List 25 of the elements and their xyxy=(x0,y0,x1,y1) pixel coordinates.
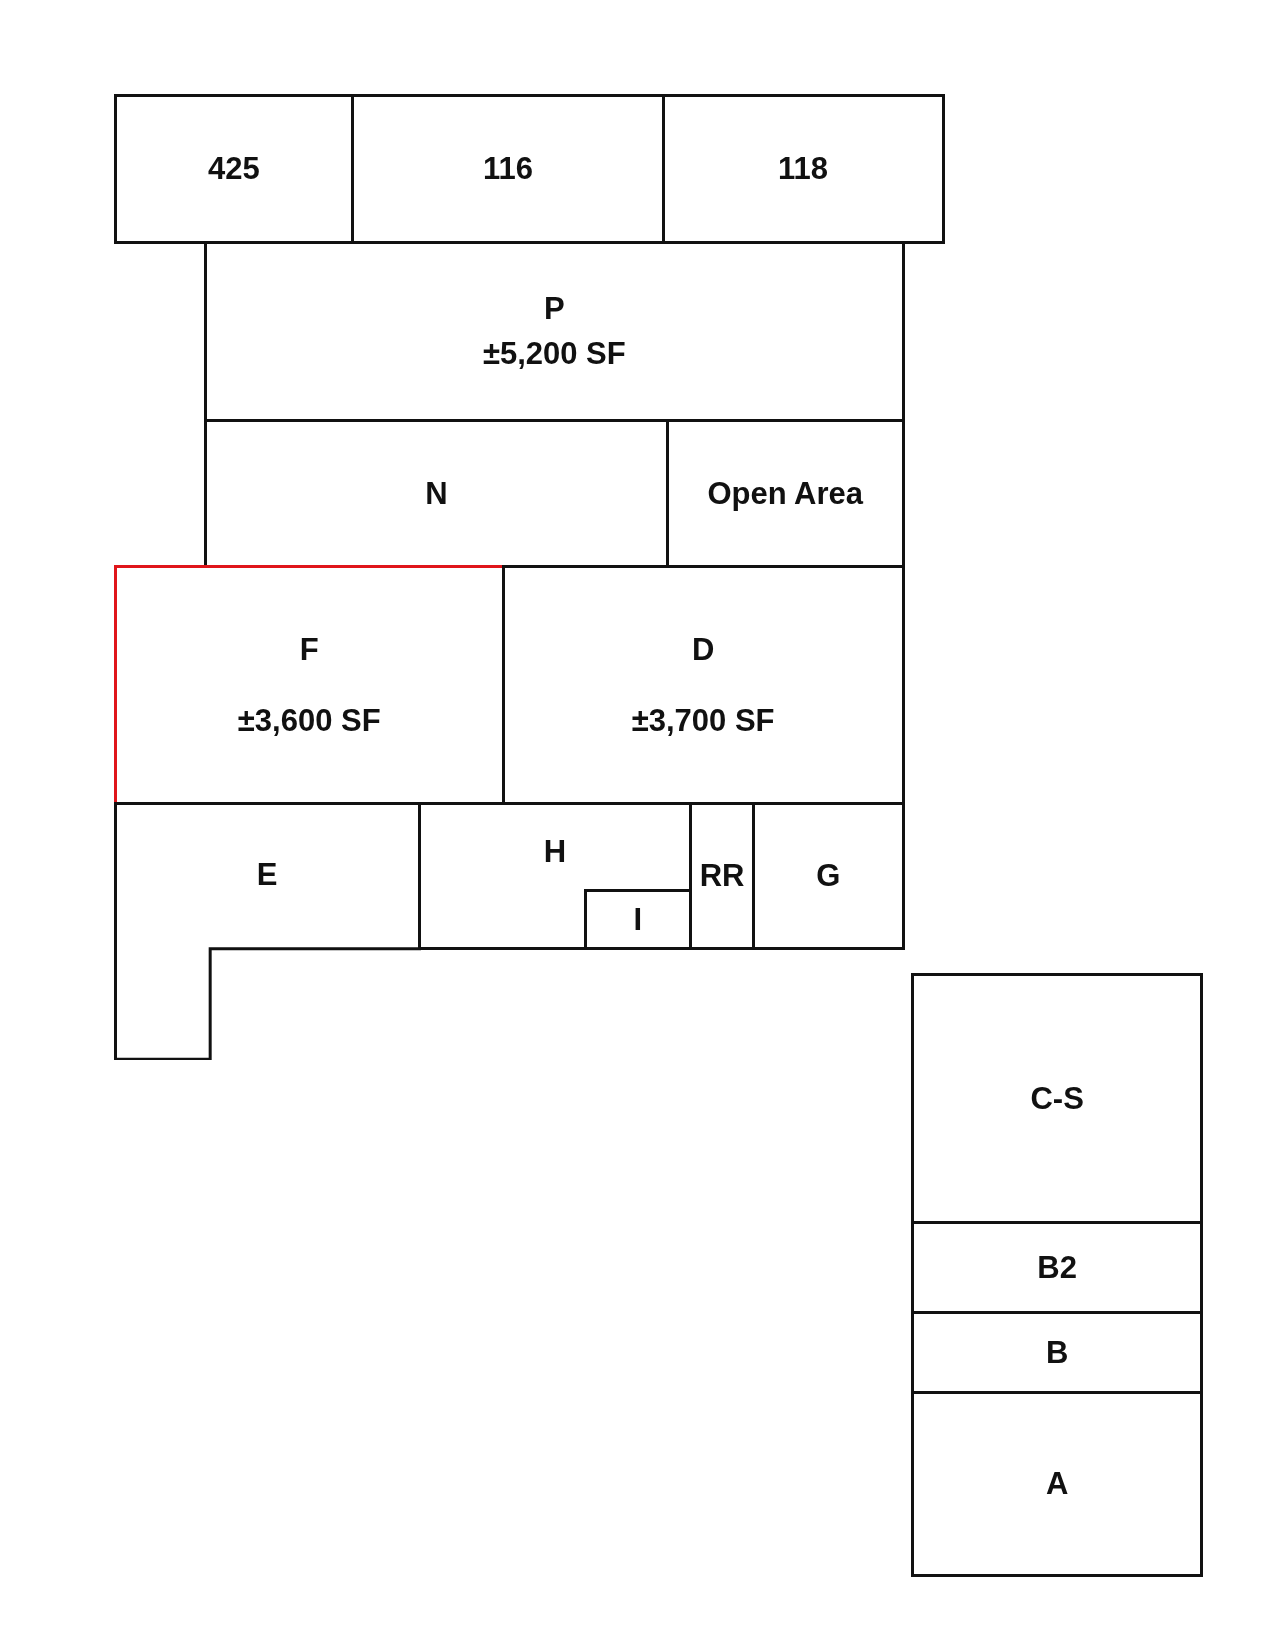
room-label: 116 xyxy=(483,153,534,185)
room xyxy=(113,564,505,805)
room xyxy=(911,1221,1204,1314)
room-label: 118 xyxy=(778,153,829,185)
room-label: P xyxy=(543,293,565,325)
room-label: G xyxy=(816,860,841,892)
room-label: B2 xyxy=(1037,1252,1077,1284)
area-label: ±3,700 SF xyxy=(631,704,775,736)
room-label: D xyxy=(691,633,715,665)
room xyxy=(113,801,421,1061)
room-label: E xyxy=(256,858,278,890)
area-label: ±3,600 SF xyxy=(237,704,381,736)
room-label: F xyxy=(299,633,319,665)
room-label: RR xyxy=(699,860,745,892)
room xyxy=(583,888,692,950)
room-label: Open Area xyxy=(707,477,863,509)
room-label: N xyxy=(425,477,448,509)
room-label: B xyxy=(1045,1336,1069,1368)
room-label: C-S xyxy=(1030,1083,1084,1115)
room-label: A xyxy=(1045,1468,1069,1500)
area-label: ±5,200 SF xyxy=(482,338,626,370)
room-label: I xyxy=(633,903,643,935)
room-label: 425 xyxy=(208,153,260,185)
room xyxy=(501,564,905,805)
room-label: H xyxy=(543,836,566,868)
